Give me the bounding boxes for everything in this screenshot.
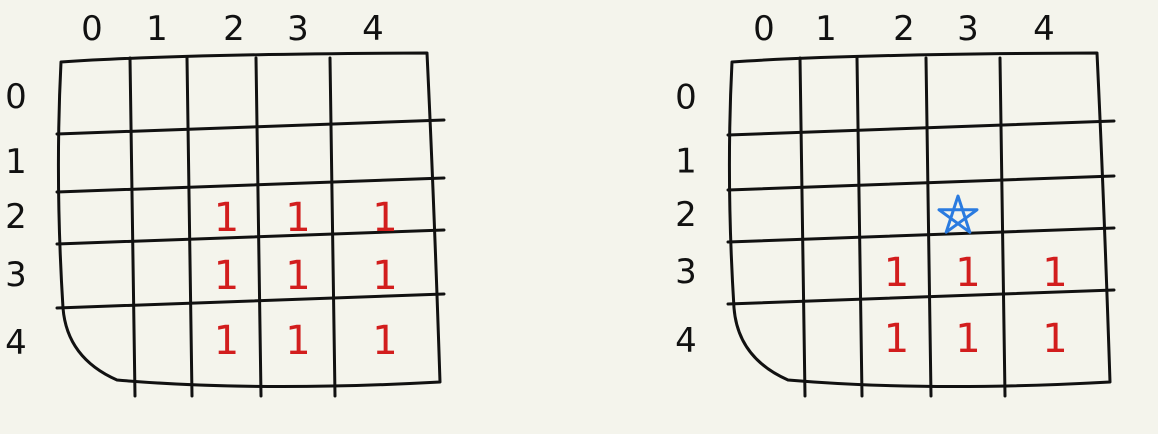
grid-horizontal-line (55, 292, 446, 310)
cell-mark: 1 (285, 318, 310, 364)
cell-mark: 1 (884, 250, 909, 296)
cell-mark: 1 (1042, 316, 1067, 362)
grid-border (56, 51, 442, 389)
row-label-4: 4 (675, 321, 697, 361)
column-label-1: 1 (815, 9, 837, 49)
column-label-3: 3 (287, 9, 309, 49)
cell-mark: 1 (214, 195, 239, 241)
grid-vertical-line (254, 56, 263, 398)
cell-mark: 1 (372, 318, 397, 364)
grid-vertical-line (924, 56, 933, 398)
column-label-1: 1 (146, 9, 168, 49)
star-icon (937, 194, 979, 234)
grid-border (727, 51, 1112, 389)
row-label-0: 0 (675, 78, 697, 118)
cell-mark: 1 (372, 195, 397, 241)
grid-vertical-line (328, 56, 337, 398)
column-label-0: 0 (753, 9, 775, 49)
row-label-3: 3 (675, 252, 697, 292)
grid-horizontal-line (726, 226, 1116, 244)
grid-vertical-line (998, 56, 1007, 398)
row-label-0: 0 (5, 77, 27, 117)
cell-mark: 1 (285, 253, 310, 299)
cell-mark: 1 (955, 250, 980, 296)
grid-vertical-line (185, 56, 194, 398)
grid-horizontal-line (726, 174, 1116, 192)
row-label-2: 2 (5, 197, 27, 237)
grid-horizontal-line (55, 228, 446, 246)
grid-vertical-line (798, 56, 807, 398)
column-label-2: 2 (223, 9, 245, 49)
row-label-3: 3 (5, 255, 27, 295)
cell-mark: 1 (372, 253, 397, 299)
grid-horizontal-line (55, 118, 446, 136)
cell-mark: 1 (214, 318, 239, 364)
row-label-4: 4 (5, 323, 27, 363)
row-label-2: 2 (675, 195, 697, 235)
cell-mark: 1 (884, 316, 909, 362)
cell-mark: 1 (1042, 250, 1067, 296)
grid-horizontal-line (726, 288, 1116, 306)
column-label-0: 0 (81, 9, 103, 49)
grid-horizontal-line (726, 119, 1116, 137)
column-label-2: 2 (893, 9, 915, 49)
row-label-1: 1 (675, 142, 697, 182)
grid-vertical-line (855, 56, 864, 398)
column-label-4: 4 (362, 9, 384, 49)
row-label-1: 1 (5, 142, 27, 182)
cell-mark: 1 (285, 195, 310, 241)
column-label-4: 4 (1033, 9, 1055, 49)
cell-mark: 1 (955, 316, 980, 362)
cell-mark: 1 (214, 253, 239, 299)
grid-horizontal-line (55, 176, 446, 194)
column-label-3: 3 (957, 9, 979, 49)
grid-vertical-line (128, 56, 137, 398)
